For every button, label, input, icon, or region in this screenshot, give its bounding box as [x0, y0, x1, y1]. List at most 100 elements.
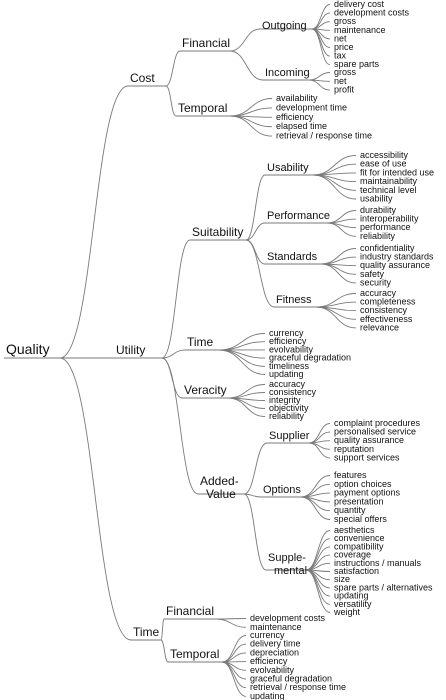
leaf-edge [308, 442, 331, 459]
edge-added-value-to-supple-mental [243, 493, 267, 571]
leaf-edge [229, 107, 273, 117]
leaf-edge [320, 248, 357, 265]
leaf-coverage: coverage [334, 550, 371, 560]
leaf-updating: updating [334, 591, 369, 601]
leaf-complaint-procedures: complaint procedures [334, 418, 421, 428]
leaf-edge [229, 98, 273, 117]
leaf-payment-options: payment options [334, 488, 401, 498]
leaf-edge [229, 115, 273, 137]
edge-cost-to-temporal [165, 85, 177, 117]
leaf-edge [218, 341, 266, 351]
leaf-edge [305, 569, 331, 613]
edge-added-value-to-options [243, 493, 262, 498]
leaf-availability: availability [276, 93, 318, 103]
node-label-supplier: Supplier [269, 430, 310, 442]
edge-suitability-to-usability [245, 174, 266, 241]
leaf-edge [320, 256, 357, 265]
leaf-edge [218, 349, 266, 375]
edge-cost-to-financial [165, 50, 181, 87]
leaf-delivery-time: delivery time [250, 639, 301, 649]
leaf-consistency: consistency [269, 387, 317, 397]
leaf-edge [311, 28, 331, 66]
leaf-convenience: convenience [334, 533, 385, 543]
node-label-suitability: Suitability [192, 225, 243, 239]
leaf-support-services: support services [334, 452, 400, 462]
leaf-size: size [334, 574, 350, 584]
leaf-edge [308, 79, 331, 91]
leaf-reliability: reliability [269, 411, 305, 421]
leaf-timeliness: timeliness [269, 361, 310, 371]
leaf-quantity: quantity [334, 505, 366, 515]
edge-utility-to-added-value [161, 357, 199, 495]
leaf-development-costs: development costs [250, 613, 326, 623]
leaf-graceful-degradation: graceful degradation [250, 674, 332, 684]
edge-time-to-temporal [160, 639, 169, 663]
node-label-time: Time [133, 625, 160, 639]
edge-financial-to-outgoing [229, 28, 261, 52]
node-label-incoming: Incoming [265, 67, 310, 79]
leaf-currency: currency [269, 328, 304, 338]
leaf-edge [221, 661, 247, 697]
leaf-presentation: presentation [334, 496, 384, 506]
leaf-edge [227, 397, 266, 417]
node-label-outgoing: Outgoing [262, 20, 307, 32]
edge-added-value-to-supplier [243, 442, 268, 495]
leaf-gross: gross [334, 16, 357, 26]
leaf-safety: safety [360, 269, 385, 279]
leaf-elapsed-time: elapsed time [276, 121, 327, 131]
leaf-accuracy: accuracy [269, 379, 306, 389]
leaf-weight: weight [333, 607, 361, 617]
leaf-efficiency: efficiency [250, 656, 288, 666]
node-label-financial: Financial [182, 36, 230, 50]
leaf-interoperability: interoperability [360, 214, 419, 224]
leaf-consistency: consistency [360, 305, 408, 315]
edge-suitability-to-fitness [245, 239, 275, 308]
leaf-price: price [334, 42, 354, 52]
node-label-standards: Standards [267, 251, 318, 263]
leaf-spare-parts-alternatives: spare parts / alternatives [334, 582, 433, 592]
leaf-graceful-degradation: graceful degradation [269, 353, 351, 363]
tree-edges [4, 4, 357, 697]
leaf-special-offers: special offers [334, 514, 387, 524]
edge-utility-to-time [161, 349, 186, 359]
leaf-edge [312, 155, 357, 176]
node-label-veracity: Veracity [184, 383, 227, 397]
leaf-edge [326, 222, 357, 237]
leaf-efficiency: efficiency [276, 112, 314, 122]
leaf-net: net [334, 33, 347, 43]
leaf-edge [300, 475, 331, 498]
leaf-objectivity: objectivity [269, 403, 309, 413]
edge-suitability-to-standards [245, 239, 266, 265]
leaf-edge [221, 661, 247, 680]
leaf-updating: updating [269, 369, 304, 379]
leaf-edge [311, 28, 331, 57]
edge-suitability-to-performance [245, 222, 266, 241]
leaf-edge [308, 72, 331, 81]
leaf-spare-parts: spare parts [334, 59, 380, 69]
leaf-edge [308, 423, 331, 444]
leaf-currency: currency [250, 630, 285, 640]
leaf-accessibility: accessibility [360, 150, 409, 160]
leaf-edge [305, 554, 331, 571]
leaf-option-choices: option choices [334, 479, 392, 489]
leaf-compatibility: compatibility [334, 541, 384, 551]
node-label-time: Time [187, 335, 214, 349]
node-label-usability: Usability [267, 162, 309, 174]
leaf-maintenance: maintenance [334, 25, 386, 35]
leaf-tax: tax [334, 51, 347, 61]
leaf-features: features [334, 470, 367, 480]
leaf-personalised-service: personalised service [334, 427, 416, 437]
leaf-profit: profit [334, 85, 355, 95]
leaf-integrity: integrity [269, 395, 301, 405]
leaf-development-time: development time [276, 102, 347, 112]
leaf-aesthetics: aesthetics [334, 525, 375, 535]
leaf-gross: gross [334, 67, 357, 77]
node-label-temporal: Temporal [170, 647, 219, 661]
leaf-edge [320, 263, 357, 284]
leaf-reputation: reputation [334, 444, 374, 454]
leaf-maintenance: maintenance [250, 622, 302, 632]
node-label-temporal: Temporal [178, 101, 227, 115]
node-label-added-value: Added-Value [200, 474, 239, 501]
leaf-fit-for-intended-use: fit for intended use [360, 167, 434, 177]
